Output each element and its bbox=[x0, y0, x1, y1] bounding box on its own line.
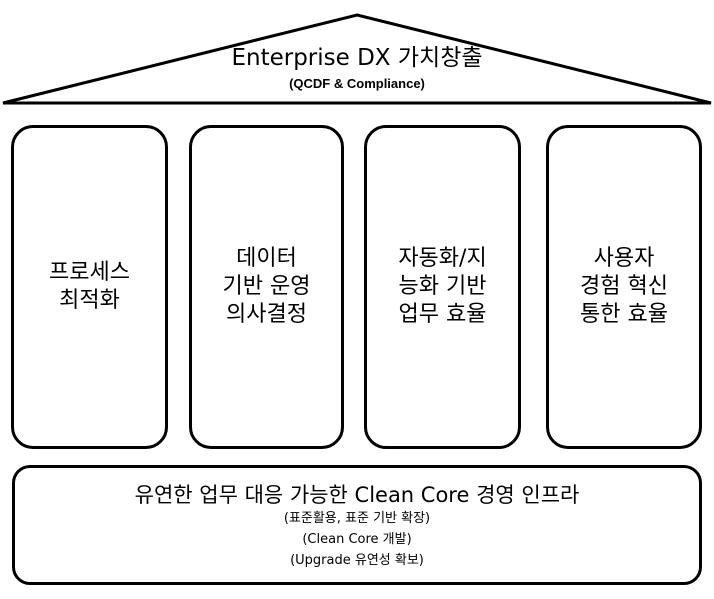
pillar-process-optimization: 프로세스 최적화 bbox=[11, 125, 168, 449]
pillar-user-experience: 사용자 경험 혁신 통한 효율 bbox=[546, 125, 702, 449]
foundation-title: 유연한 업무 대응 가능한 Clean Core 경영 인프라 bbox=[134, 483, 580, 507]
foundation-line: (Clean Core 개발) bbox=[302, 532, 412, 547]
pillar-data-driven-decision: 데이터 기반 운영 의사결정 bbox=[189, 125, 344, 449]
pillar-label: 자동화/지 능화 기반 업무 효율 bbox=[398, 246, 487, 327]
roof-title: Enterprise DX 가치창출 bbox=[231, 45, 483, 71]
pillar-label: 프로세스 최적화 bbox=[49, 260, 130, 313]
pillar-label: 데이터 기반 운영 의사결정 bbox=[222, 246, 311, 327]
pillar-automation-efficiency: 자동화/지 능화 기반 업무 효율 bbox=[364, 125, 521, 449]
foundation-line: (표준활용, 표준 기반 확장) bbox=[283, 511, 431, 526]
foundation-box: 유연한 업무 대응 가능한 Clean Core 경영 인프라 (표준활용, 표… bbox=[12, 465, 702, 585]
foundation-line: (Upgrade 유연성 확보) bbox=[290, 553, 424, 568]
roof-shape bbox=[2, 13, 712, 105]
roof-subtitle: (QCDF & Compliance) bbox=[289, 76, 425, 91]
pillar-label: 사용자 경험 혁신 통한 효율 bbox=[580, 246, 668, 327]
